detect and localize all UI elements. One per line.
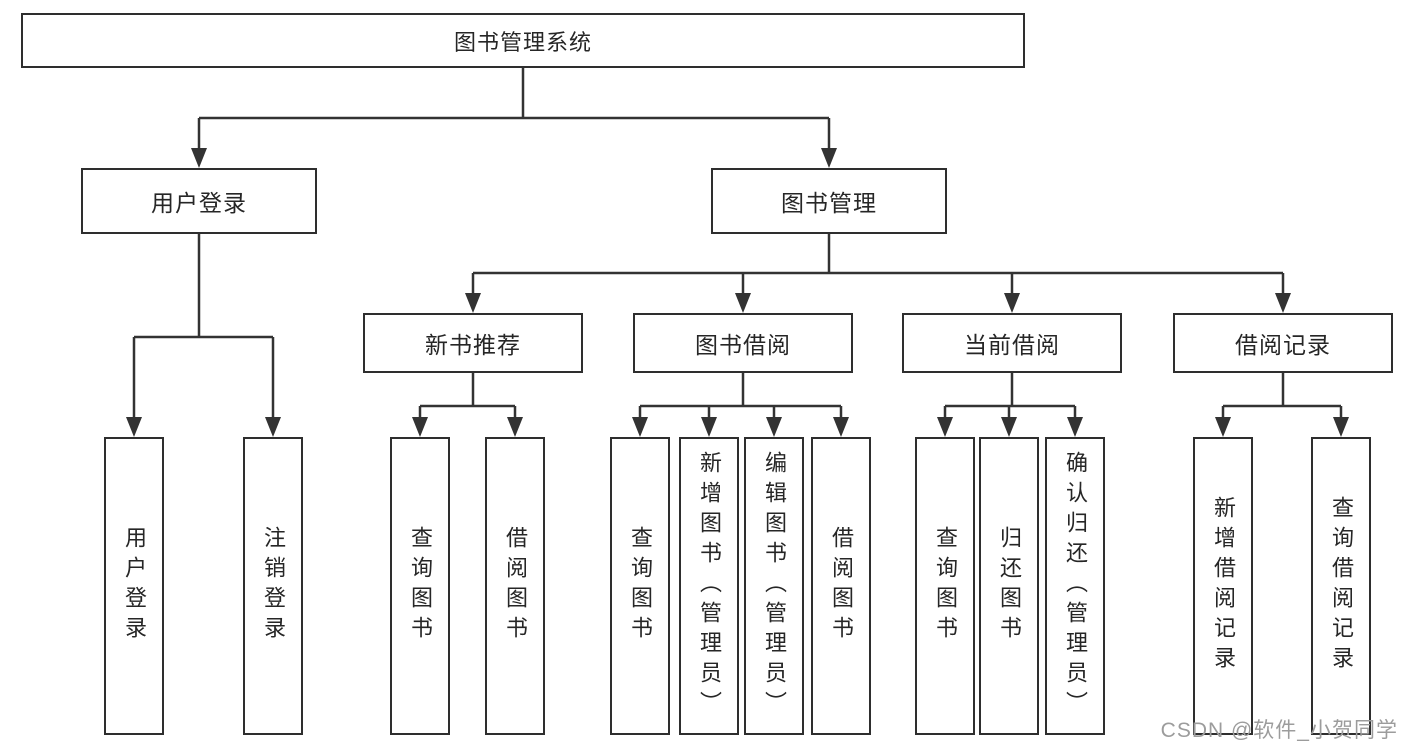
leaf-user-login: 用户登录 <box>104 437 164 735</box>
leaf-confirm-return-admin: 确认归还（管理员） <box>1045 437 1105 735</box>
node-user-login: 用户登录 <box>81 168 317 234</box>
leaf-query-books-current: 查询图书 <box>915 437 975 735</box>
leaf-user-login-label: 用户登录 <box>122 526 147 646</box>
node-new-book-recommend: 新书推荐 <box>363 313 583 373</box>
leaf-edit-books-admin-label: 编辑图书（管理员） <box>762 451 787 721</box>
connector-paths <box>132 68 1343 420</box>
leaf-query-books-borrow: 查询图书 <box>610 437 670 735</box>
leaf-return-books-label: 归还图书 <box>997 526 1022 646</box>
csdn-watermark: CSDN @软件_小贺同学 <box>1160 719 1398 742</box>
leaf-return-books: 归还图书 <box>979 437 1039 735</box>
node-borrow-records: 借阅记录 <box>1173 313 1393 373</box>
node-book-borrow: 图书借阅 <box>633 313 853 373</box>
leaf-query-borrow-record-label: 查询借阅记录 <box>1329 496 1354 676</box>
leaf-logout-label: 注销登录 <box>261 526 286 646</box>
leaf-add-books-admin: 新增图书（管理员） <box>679 437 739 735</box>
leaf-add-borrow-record: 新增借阅记录 <box>1193 437 1253 735</box>
leaf-add-borrow-record-label: 新增借阅记录 <box>1211 496 1236 676</box>
leaf-query-borrow-record: 查询借阅记录 <box>1311 437 1371 735</box>
leaf-borrow-books-recommend: 借阅图书 <box>485 437 545 735</box>
leaf-borrow-books-borrow-label: 借阅图书 <box>829 526 854 646</box>
leaf-query-books-borrow-label: 查询图书 <box>628 526 653 646</box>
leaf-add-books-admin-label: 新增图书（管理员） <box>697 451 722 721</box>
leaf-query-books-current-label: 查询图书 <box>933 526 958 646</box>
node-book-management: 图书管理 <box>711 168 947 234</box>
leaf-query-books-recommend: 查询图书 <box>390 437 450 735</box>
leaf-logout: 注销登录 <box>243 437 303 735</box>
leaf-borrow-books-recommend-label: 借阅图书 <box>503 526 528 646</box>
leaf-query-books-recommend-label: 查询图书 <box>408 526 433 646</box>
leaf-edit-books-admin: 编辑图书（管理员） <box>744 437 804 735</box>
leaf-confirm-return-admin-label: 确认归还（管理员） <box>1063 451 1088 721</box>
node-current-borrow: 当前借阅 <box>902 313 1122 373</box>
node-root-system: 图书管理系统 <box>21 13 1025 68</box>
arrowheads <box>126 148 1349 437</box>
leaf-borrow-books-borrow: 借阅图书 <box>811 437 871 735</box>
